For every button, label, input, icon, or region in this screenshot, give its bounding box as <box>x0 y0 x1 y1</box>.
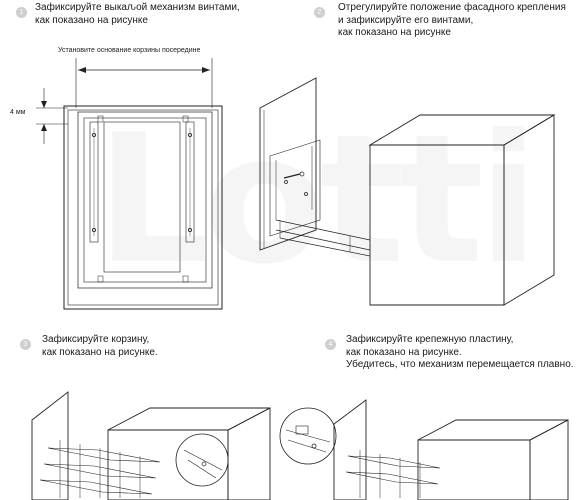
figure-1-front-view <box>36 58 223 310</box>
center-basket-note: Установите основание корзины посередине <box>58 47 201 54</box>
step-3-badge: 3 <box>20 339 31 350</box>
step-3-text: Зафиксируйте корзину, как показано на ри… <box>42 334 158 358</box>
step-1-badge: 1 <box>16 7 27 18</box>
step-2-badge: 2 <box>314 7 325 18</box>
gap-label: 4 мм <box>10 109 26 116</box>
figure-3-basket-fixing <box>31 391 271 500</box>
figure-4-plate-fixing <box>279 399 569 500</box>
step-2-text: Отрегулируйте положение фасадного крепле… <box>338 2 566 38</box>
figure-2-side-view <box>259 77 556 306</box>
step-1-text: Зафиксируйте выкаԉой механизм винтами, к… <box>35 2 240 26</box>
step-4-badge: 4 <box>325 339 336 350</box>
step-4-text: Зафиксируйте крепежную пластину, как пок… <box>346 334 574 370</box>
